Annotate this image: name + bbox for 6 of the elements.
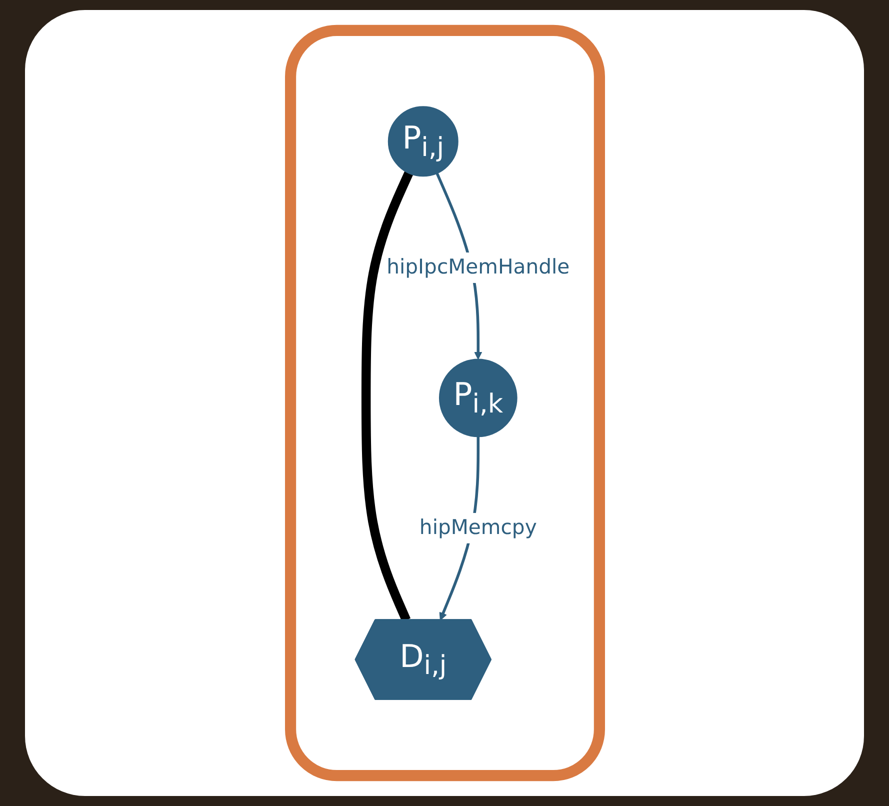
node-circle: P$_{i,j}$ xyxy=(387,106,458,177)
connector xyxy=(360,171,413,622)
cluster xyxy=(284,24,604,782)
node-circle: P$_{i,k}$ xyxy=(438,358,517,438)
edge-label: hipIpcMemHandle xyxy=(386,256,570,280)
edge-label: hipMemcpy xyxy=(418,516,536,540)
